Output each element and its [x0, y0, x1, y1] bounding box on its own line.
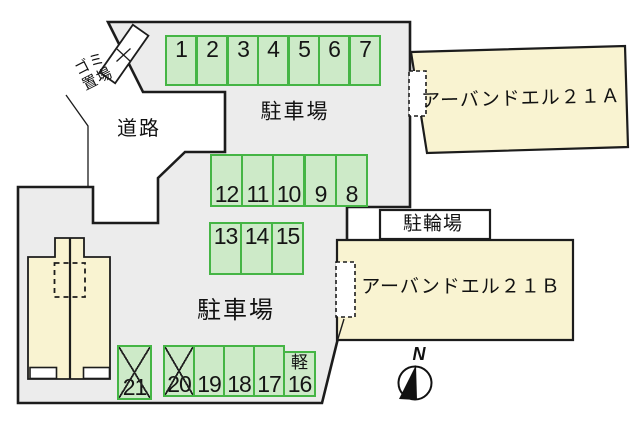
parking-space-15: 15: [271, 222, 304, 275]
parking-space-17: 17: [253, 345, 285, 397]
road-edge-line: [65, 94, 89, 187]
parking-space-number: 13: [213, 223, 239, 249]
building-21b-label: アーバンドエル２１Ｂ: [361, 276, 561, 298]
parking-space-number: 8: [345, 181, 359, 207]
parking-space-number: 19: [197, 371, 222, 397]
parking-space-1: 1: [165, 35, 197, 86]
parking-space-10: 10: [272, 154, 305, 207]
parking-space-number: 4: [267, 36, 280, 62]
parking-space-18: 18: [223, 345, 255, 397]
parking-space-8: 8: [335, 154, 368, 207]
boundary-segment-below-entrance: [336, 318, 345, 343]
parking-space-7: 7: [349, 35, 381, 86]
parking-space-3: 3: [227, 35, 259, 86]
parking-lot-label-upper: 駐車場: [260, 100, 330, 124]
parking-space-number: 18: [227, 371, 252, 397]
parking-space-number: 6: [328, 36, 341, 62]
parking-space-13: 13: [209, 222, 242, 275]
kei-tag: 軽: [291, 353, 308, 372]
parking-space-number: 14: [244, 223, 270, 249]
parking-space-4: 4: [257, 35, 289, 86]
parking-space-number: 10: [276, 181, 302, 207]
parking-lot-label-lower: 駐車場: [197, 296, 275, 324]
parking-space-number: 3: [237, 36, 250, 62]
building-21a-entrance-dashed: [408, 70, 427, 117]
parking-space-number: 1: [175, 36, 188, 62]
parking-space-6: 6: [318, 35, 350, 86]
parking-space-number: 15: [275, 223, 301, 249]
parking-space-number: 11: [246, 181, 270, 207]
parking-space-number: 20: [167, 371, 192, 397]
parking-space-19: 19: [193, 345, 225, 397]
parking-space-5: 5: [288, 35, 320, 86]
parking-space-9: 9: [304, 154, 337, 207]
compass-needle: [399, 365, 417, 400]
parking-space-11: 11: [241, 154, 274, 207]
footprint-dashed-area: [53, 262, 86, 298]
building-21a: [409, 44, 630, 155]
building-21b-entrance-dashed: [335, 261, 356, 318]
north-label: N: [412, 344, 426, 365]
site-outline: [16, 20, 412, 405]
footprint-notch-right: [82, 366, 111, 380]
parking-space-number: 9: [314, 181, 328, 207]
parking-space-number: 2: [206, 36, 219, 62]
parking-space-2: 2: [196, 35, 228, 86]
parking-space-number: 12: [214, 181, 240, 207]
footprint-notch-left: [29, 366, 58, 380]
parking-space-20: 20: [163, 345, 195, 397]
garbage-chute-tick2: [116, 48, 131, 62]
bike-parking-label: 駐輪場: [402, 213, 464, 235]
parking-space-14: 14: [240, 222, 273, 275]
parking-space-number: 17: [257, 371, 282, 397]
road-label: 道路: [117, 118, 161, 140]
parking-space-number: 7: [359, 36, 372, 62]
parking-space-12: 12: [210, 154, 243, 207]
parking-space-number: 16: [287, 371, 313, 397]
parking-space-21: 21: [117, 345, 152, 400]
parking-space-number: 21: [122, 374, 148, 400]
parking-space-number: 5: [298, 36, 311, 62]
